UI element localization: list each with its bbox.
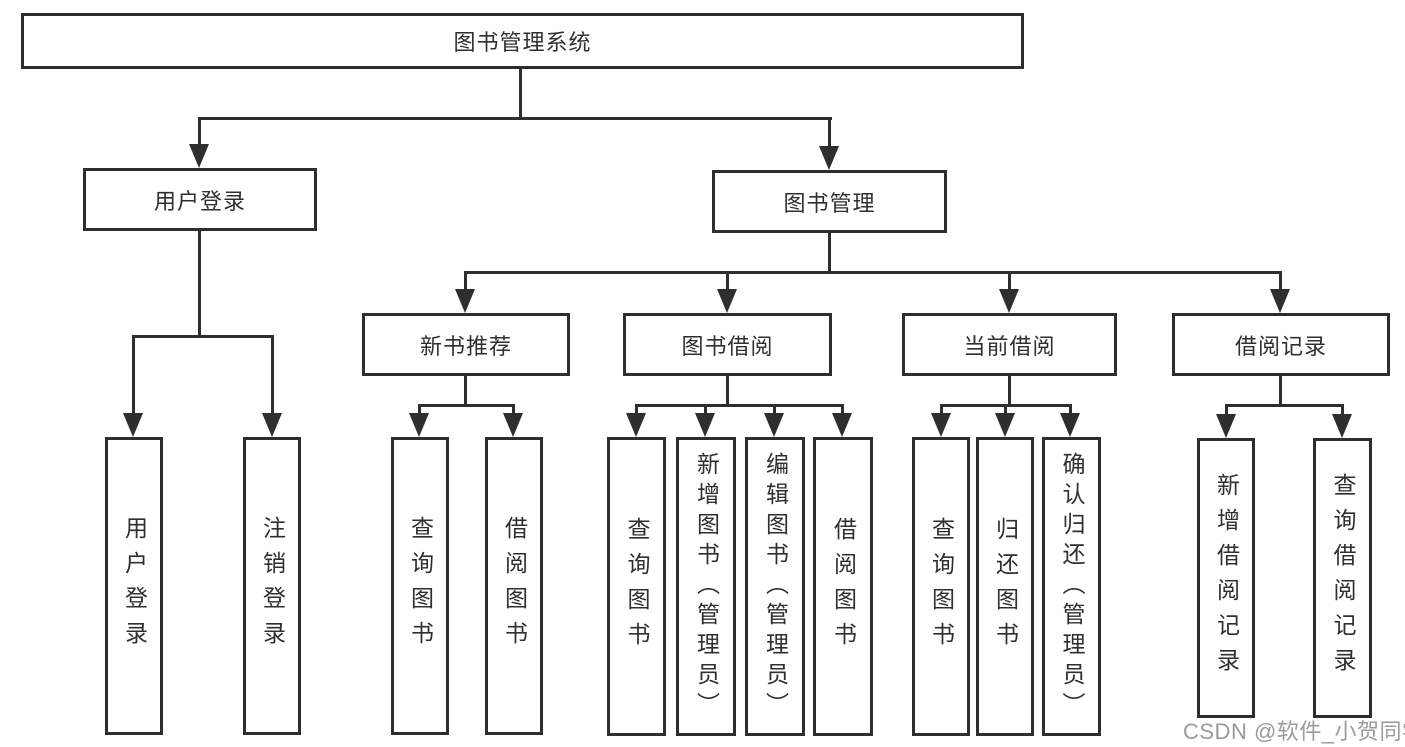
arrow-down-icon xyxy=(189,144,209,168)
connector-shaft xyxy=(418,404,421,416)
leaf-return-books: 归还图书 xyxy=(976,437,1034,736)
connector-shaft xyxy=(1341,404,1344,417)
connector-shaft xyxy=(198,117,201,146)
connector-shaft xyxy=(940,404,943,416)
leaf-search-books-3: 查询图书 xyxy=(912,437,970,736)
connector-stem xyxy=(726,376,729,407)
arrow-down-icon xyxy=(764,413,784,437)
leaf-logout: 注销登录 xyxy=(243,437,301,735)
connector-stem xyxy=(1008,376,1011,407)
node-current-borrow: 当前借阅 xyxy=(902,313,1117,376)
arrow-down-icon xyxy=(717,289,737,313)
connector-stem xyxy=(1279,376,1282,407)
connector-shaft xyxy=(635,404,638,416)
connector-shaft xyxy=(726,271,729,293)
arrow-down-icon xyxy=(1060,413,1080,437)
leaf-user-login: 用户登录 xyxy=(105,437,163,735)
arrow-down-icon xyxy=(1332,414,1352,438)
connector-shaft xyxy=(1008,271,1011,293)
connector-shaft xyxy=(1279,271,1282,293)
watermark: CSDN @软件_小贺同学 xyxy=(1183,719,1405,744)
node-new-book-recommend: 新书推荐 xyxy=(362,313,570,376)
connector-shaft xyxy=(1225,404,1228,417)
connector-shaft xyxy=(704,404,707,416)
node-current-borrow-label: 当前借阅 xyxy=(963,333,1056,359)
connector-root-stem xyxy=(519,69,522,119)
connector-shaft xyxy=(271,335,274,415)
leaf-search-books-2: 查询图书 xyxy=(607,437,666,736)
connector-shaft xyxy=(1069,404,1072,416)
connector-shaft xyxy=(132,335,135,415)
connector-bar xyxy=(418,404,515,407)
arrow-down-icon xyxy=(832,413,852,437)
arrow-down-icon xyxy=(995,413,1015,437)
node-book-borrow-label: 图书借阅 xyxy=(681,333,774,359)
leaf-confirm-return-admin: 确认归还（管理员） xyxy=(1042,437,1101,736)
arrow-down-icon xyxy=(1216,414,1236,438)
connector-shaft xyxy=(512,404,515,416)
arrow-down-icon xyxy=(455,289,475,313)
arrow-down-icon xyxy=(999,289,1019,313)
leaf-edit-books-admin: 编辑图书（管理员） xyxy=(745,437,805,736)
node-borrow-records: 借阅记录 xyxy=(1172,313,1390,376)
connector-shaft xyxy=(1004,404,1007,416)
connector-user-login-bar xyxy=(132,335,274,338)
node-root-label: 图书管理系统 xyxy=(453,30,592,55)
arrow-down-icon xyxy=(931,413,951,437)
connector-shaft xyxy=(841,404,844,416)
connector-bar xyxy=(1225,404,1344,407)
node-root: 图书管理系统 xyxy=(21,13,1024,69)
node-book-borrow: 图书借阅 xyxy=(623,313,832,376)
arrow-down-icon xyxy=(626,413,646,437)
leaf-add-books-admin: 新增图书（管理员） xyxy=(676,437,736,736)
arrow-down-icon xyxy=(262,413,282,437)
connector-shaft xyxy=(828,117,831,148)
arrow-down-icon xyxy=(503,413,523,437)
arrow-down-icon xyxy=(123,413,143,437)
node-borrow-records-label: 借阅记录 xyxy=(1234,333,1327,359)
connector-bar xyxy=(635,404,843,407)
node-book-management: 图书管理 xyxy=(712,170,947,233)
connector-level2-bar xyxy=(198,117,832,120)
leaf-search-borrow-record: 查询借阅记录 xyxy=(1313,438,1372,718)
connector-stem xyxy=(464,376,467,407)
node-user-login-label: 用户登录 xyxy=(153,188,246,214)
arrow-down-icon xyxy=(1270,289,1290,313)
leaf-search-books: 查询图书 xyxy=(391,437,449,735)
connector-shaft xyxy=(773,404,776,416)
node-book-management-label: 图书管理 xyxy=(783,190,876,216)
connector-book-management-stem xyxy=(828,233,831,274)
node-user-login: 用户登录 xyxy=(83,168,317,231)
connector-user-login-stem xyxy=(198,231,201,338)
leaf-add-borrow-record: 新增借阅记录 xyxy=(1197,438,1255,718)
node-new-book-recommend-label: 新书推荐 xyxy=(419,333,512,359)
leaf-borrow-books-2: 借阅图书 xyxy=(813,437,873,736)
leaf-borrow-books: 借阅图书 xyxy=(485,437,543,735)
arrow-down-icon xyxy=(409,413,429,437)
arrow-down-icon xyxy=(695,413,715,437)
arrow-down-icon xyxy=(819,146,839,170)
connector-level3-bar xyxy=(465,271,1282,274)
connector-shaft xyxy=(464,271,467,293)
